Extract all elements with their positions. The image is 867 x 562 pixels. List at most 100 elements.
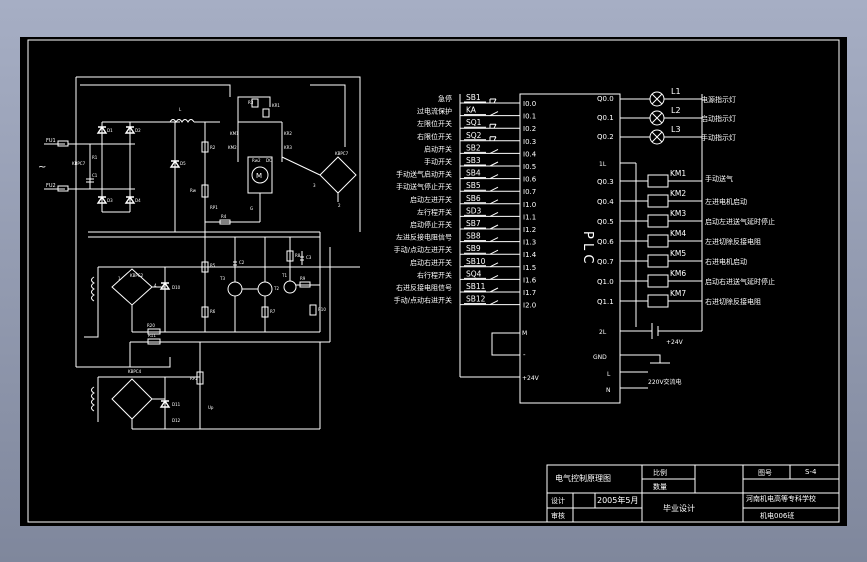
ac-symbol: ~ — [38, 162, 46, 173]
input-code: SB4 — [466, 169, 481, 178]
rw-label: Rw — [190, 188, 197, 193]
input-label: 急停 — [438, 94, 452, 103]
relay-io: Q0.7 — [597, 258, 614, 266]
coil-icon — [647, 254, 669, 268]
common-1l: 1L — [599, 161, 607, 168]
br1-label: KBPC2 — [130, 273, 144, 278]
lamp-io: Q0.1 — [597, 114, 614, 122]
kr3-label: KR3 — [284, 145, 292, 150]
fu1-label: FU1 — [46, 138, 56, 144]
tb-design: 设计 — [551, 496, 565, 505]
input-io: I1.6 — [523, 276, 537, 284]
motor-label: M — [256, 172, 262, 180]
node-4: 4 — [154, 283, 157, 288]
relay-label: 启动右进送气延时停止 — [705, 277, 775, 286]
input-label: 过电流保护 — [417, 107, 452, 116]
drawing-canvas[interactable]: FU1 FU2 ~ R1 C1 D1 D2 — [20, 37, 847, 526]
node-2: 2 — [338, 203, 341, 208]
relay-code: KM7 — [670, 289, 686, 298]
c2-label: C2 — [239, 260, 245, 265]
tb-project: 毕业设计 — [663, 503, 695, 513]
ac-supply-label: 220V交流电 — [648, 378, 682, 386]
lamp-code: L1 — [671, 87, 681, 96]
input-code: KA — [466, 106, 477, 115]
input-code: SQ1 — [466, 118, 482, 127]
coil-icon — [647, 194, 669, 208]
input-io: I1.5 — [523, 264, 536, 272]
input-code: SD3 — [466, 206, 482, 215]
relay-io: Q0.3 — [597, 178, 614, 186]
input-code: SB1 — [466, 93, 481, 102]
plc-label: P L C — [580, 231, 595, 263]
input-code: SB9 — [466, 244, 481, 253]
lamp-io: Q0.2 — [597, 133, 614, 141]
input-io: I1.2 — [523, 226, 536, 234]
plc-minus: - — [523, 351, 526, 359]
input-label: 启动右进开关 — [410, 258, 452, 267]
input-label: 手动送气停止开关 — [396, 182, 452, 191]
relay-code: KM5 — [670, 249, 686, 258]
tb-title: 电气控制原理图 — [555, 473, 611, 483]
lamp-io: Q0.0 — [597, 95, 614, 103]
rw2-label: Rw2 — [252, 158, 261, 163]
input-code: SB2 — [466, 143, 481, 152]
lamp-label: 手动指示灯 — [701, 133, 736, 142]
inductor-label: L — [179, 107, 182, 112]
input-io: I0.6 — [523, 176, 537, 184]
input-code: SB10 — [466, 257, 486, 266]
d12-label: D12 — [172, 418, 181, 423]
t1-label: T1 — [281, 273, 287, 278]
lamp-label: 电源指示灯 — [701, 95, 736, 104]
kr1-label: KR1 — [272, 103, 280, 108]
rp2-label: RP2 — [190, 376, 198, 381]
input-io: I1.4 — [523, 251, 537, 259]
d10-label: D10 — [172, 285, 181, 290]
br4-label: KBPC4 — [128, 369, 142, 374]
tb-date: 2005年5月 — [597, 495, 638, 505]
input-label: 右行程开关 — [417, 270, 452, 279]
tb-qty: 数量 — [653, 482, 667, 491]
relay-label: 手动送气 — [705, 174, 733, 183]
c1-label: C1 — [92, 173, 98, 178]
d1-label: D1 — [107, 128, 113, 133]
input-code: SB8 — [466, 232, 481, 241]
r20-label: R20 — [147, 323, 155, 328]
d2-label: D2 — [135, 128, 141, 133]
coil-icon — [647, 274, 669, 288]
kr2-label: KR2 — [284, 131, 292, 136]
t2-label: T2 — [273, 286, 279, 291]
g-label: G — [250, 206, 253, 211]
plc-m: M — [522, 330, 527, 337]
input-io: I1.3 — [523, 239, 536, 247]
plc-box — [519, 93, 621, 404]
coil-icon — [647, 234, 669, 248]
r11-label: R11 — [148, 333, 156, 338]
r8-label: R8 — [295, 253, 301, 258]
input-label: 手动/点动右进开关 — [394, 296, 452, 305]
coil-icon — [647, 174, 669, 188]
relay-io: Q1.1 — [597, 298, 614, 306]
t3-label: T3 — [219, 276, 225, 281]
r3-label: R3 — [248, 100, 254, 105]
relay-io: Q1.0 — [597, 278, 614, 286]
coil-icon — [647, 214, 669, 228]
d11-label: D11 — [172, 402, 181, 407]
input-io: I1.7 — [523, 289, 536, 297]
input-label: 左行程开关 — [417, 207, 452, 216]
input-io: I0.4 — [523, 150, 537, 158]
